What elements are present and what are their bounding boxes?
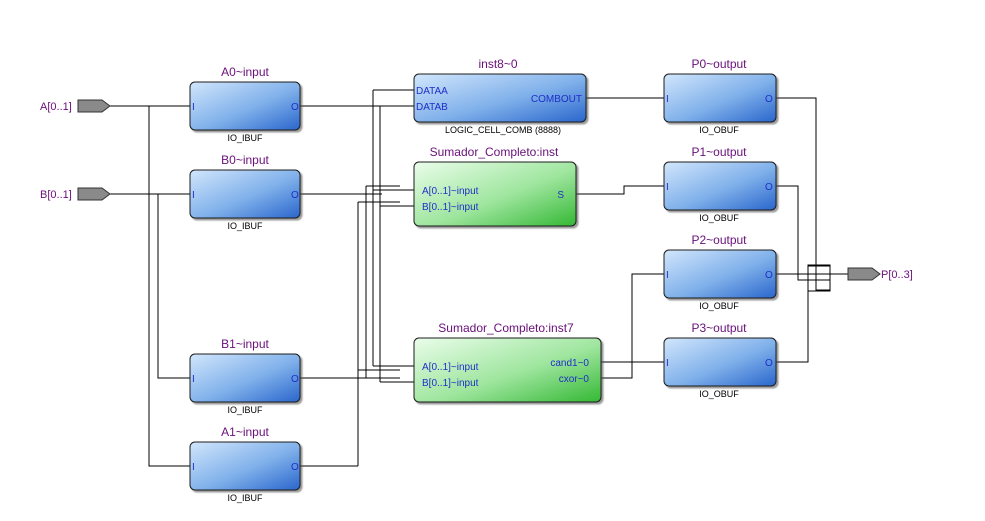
block-p0-output[interactable]: P0~output I O IO_OBUF bbox=[663, 57, 777, 135]
buffer-body bbox=[663, 73, 777, 123]
block-type: IO_IBUF bbox=[227, 133, 263, 143]
block-title: P1~output bbox=[691, 145, 747, 159]
port-in: I bbox=[666, 94, 669, 105]
output-pin-p-label: P[0..3] bbox=[881, 269, 913, 281]
port-out: O bbox=[765, 358, 773, 369]
port-out: O bbox=[291, 102, 299, 113]
block-type: IO_OBUF bbox=[699, 301, 739, 311]
adder-body bbox=[413, 337, 602, 403]
pin-arrow-icon bbox=[77, 187, 111, 201]
wires bbox=[110, 89, 848, 467]
logic-cell-body bbox=[413, 73, 587, 123]
port-in: I bbox=[666, 182, 669, 193]
block-b0-input[interactable]: B0~input I O IO_IBUF bbox=[189, 153, 301, 231]
output-pin-p[interactable]: P[0..3] bbox=[847, 267, 913, 281]
port-b-input: B[0..1]~input bbox=[422, 202, 479, 213]
buffer-body bbox=[663, 249, 777, 299]
block-title: B0~input bbox=[221, 153, 269, 167]
input-pin-b-label: B[0..1] bbox=[40, 189, 72, 201]
block-type: IO_IBUF bbox=[227, 493, 263, 503]
pin-arrow-icon bbox=[77, 99, 111, 113]
block-title: P0~output bbox=[691, 57, 747, 71]
block-inst8[interactable]: inst8~0 DATAA DATAB COMBOUT LOGIC_CELL_C… bbox=[413, 57, 587, 135]
block-title: A0~input bbox=[221, 65, 269, 79]
input-pin-a[interactable]: A[0..1] bbox=[40, 99, 111, 113]
block-p2-output[interactable]: P2~output I O IO_OBUF bbox=[663, 233, 777, 311]
port-in: I bbox=[192, 190, 195, 201]
buffer-body bbox=[189, 353, 301, 403]
block-type: IO_IBUF bbox=[227, 405, 263, 415]
port-cxor: cxor~0 bbox=[559, 374, 590, 385]
port-out: O bbox=[291, 462, 299, 473]
port-in: I bbox=[192, 374, 195, 385]
adder-body bbox=[413, 161, 577, 227]
block-type: IO_OBUF bbox=[699, 389, 739, 399]
input-pin-b[interactable]: B[0..1] bbox=[40, 187, 111, 201]
block-p3-output[interactable]: P3~output I O IO_OBUF bbox=[663, 321, 777, 399]
port-combout: COMBOUT bbox=[531, 94, 582, 105]
block-title: B1~input bbox=[221, 337, 269, 351]
block-title: Sumador_Completo:inst7 bbox=[438, 321, 574, 335]
port-in: I bbox=[192, 462, 195, 473]
block-a0-input[interactable]: A0~input I O IO_IBUF bbox=[189, 65, 301, 143]
pin-arrow-icon bbox=[847, 267, 881, 281]
buffer-body bbox=[189, 169, 301, 219]
port-out: O bbox=[291, 190, 299, 201]
port-cand1: cand1~0 bbox=[550, 358, 589, 369]
port-out: O bbox=[765, 270, 773, 281]
buffer-body bbox=[663, 337, 777, 387]
block-type: IO_OBUF bbox=[699, 125, 739, 135]
port-s: S bbox=[557, 190, 564, 201]
port-dataa: DATAA bbox=[416, 86, 448, 97]
port-in: I bbox=[666, 270, 669, 281]
buffer-body bbox=[189, 81, 301, 131]
block-title: A1~input bbox=[221, 425, 269, 439]
port-a-input: A[0..1]~input bbox=[422, 186, 479, 197]
port-in: I bbox=[192, 102, 195, 113]
block-type: LOGIC_CELL_COMB (8888) bbox=[445, 125, 561, 135]
buffer-body bbox=[189, 441, 301, 491]
block-title: P3~output bbox=[691, 321, 747, 335]
block-a1-input[interactable]: A1~input I O IO_IBUF bbox=[189, 425, 301, 503]
port-out: O bbox=[291, 374, 299, 385]
port-a-input: A[0..1]~input bbox=[422, 362, 479, 373]
buffer-body bbox=[663, 161, 777, 211]
block-title: inst8~0 bbox=[478, 57, 517, 71]
block-title: P2~output bbox=[691, 233, 747, 247]
port-in: I bbox=[666, 358, 669, 369]
block-type: IO_OBUF bbox=[699, 213, 739, 223]
block-sumador-inst[interactable]: Sumador_Completo:inst A[0..1]~input B[0.… bbox=[413, 145, 577, 227]
block-sumador-inst7[interactable]: Sumador_Completo:inst7 A[0..1]~input B[0… bbox=[413, 321, 602, 403]
block-p1-output[interactable]: P1~output I O IO_OBUF bbox=[663, 145, 777, 223]
port-out: O bbox=[765, 94, 773, 105]
port-out: O bbox=[765, 182, 773, 193]
block-type: IO_IBUF bbox=[227, 221, 263, 231]
block-title: Sumador_Completo:inst bbox=[430, 145, 559, 159]
input-pin-a-label: A[0..1] bbox=[40, 101, 72, 113]
block-b1-input[interactable]: B1~input I O IO_IBUF bbox=[189, 337, 301, 415]
port-b-input: B[0..1]~input bbox=[422, 378, 479, 389]
port-datab: DATAB bbox=[416, 102, 448, 113]
